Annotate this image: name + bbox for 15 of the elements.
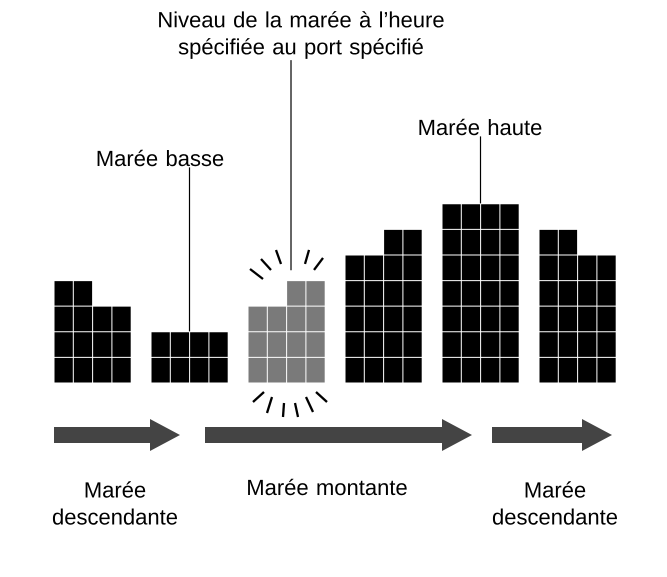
leader-line (290, 60, 292, 270)
grid-bar (540, 230, 616, 382)
leader-line (188, 167, 190, 332)
leader-line (480, 136, 482, 204)
grid-bar (346, 230, 422, 382)
grid-bar (248, 281, 325, 382)
caption-label: Marée montante (248, 478, 407, 496)
callout-label: Marée haute (419, 118, 542, 136)
grid-bar (442, 204, 519, 382)
grid-bar (54, 281, 131, 382)
grid-bar (152, 332, 228, 382)
callout-label: Niveau de la marée à l’heure spécifiée au port spécifié (159, 11, 444, 59)
caption-label: Marée descendante (52, 481, 177, 525)
callout-label: Marée basse (98, 150, 224, 166)
caption-label: Marée descendante (492, 481, 617, 525)
